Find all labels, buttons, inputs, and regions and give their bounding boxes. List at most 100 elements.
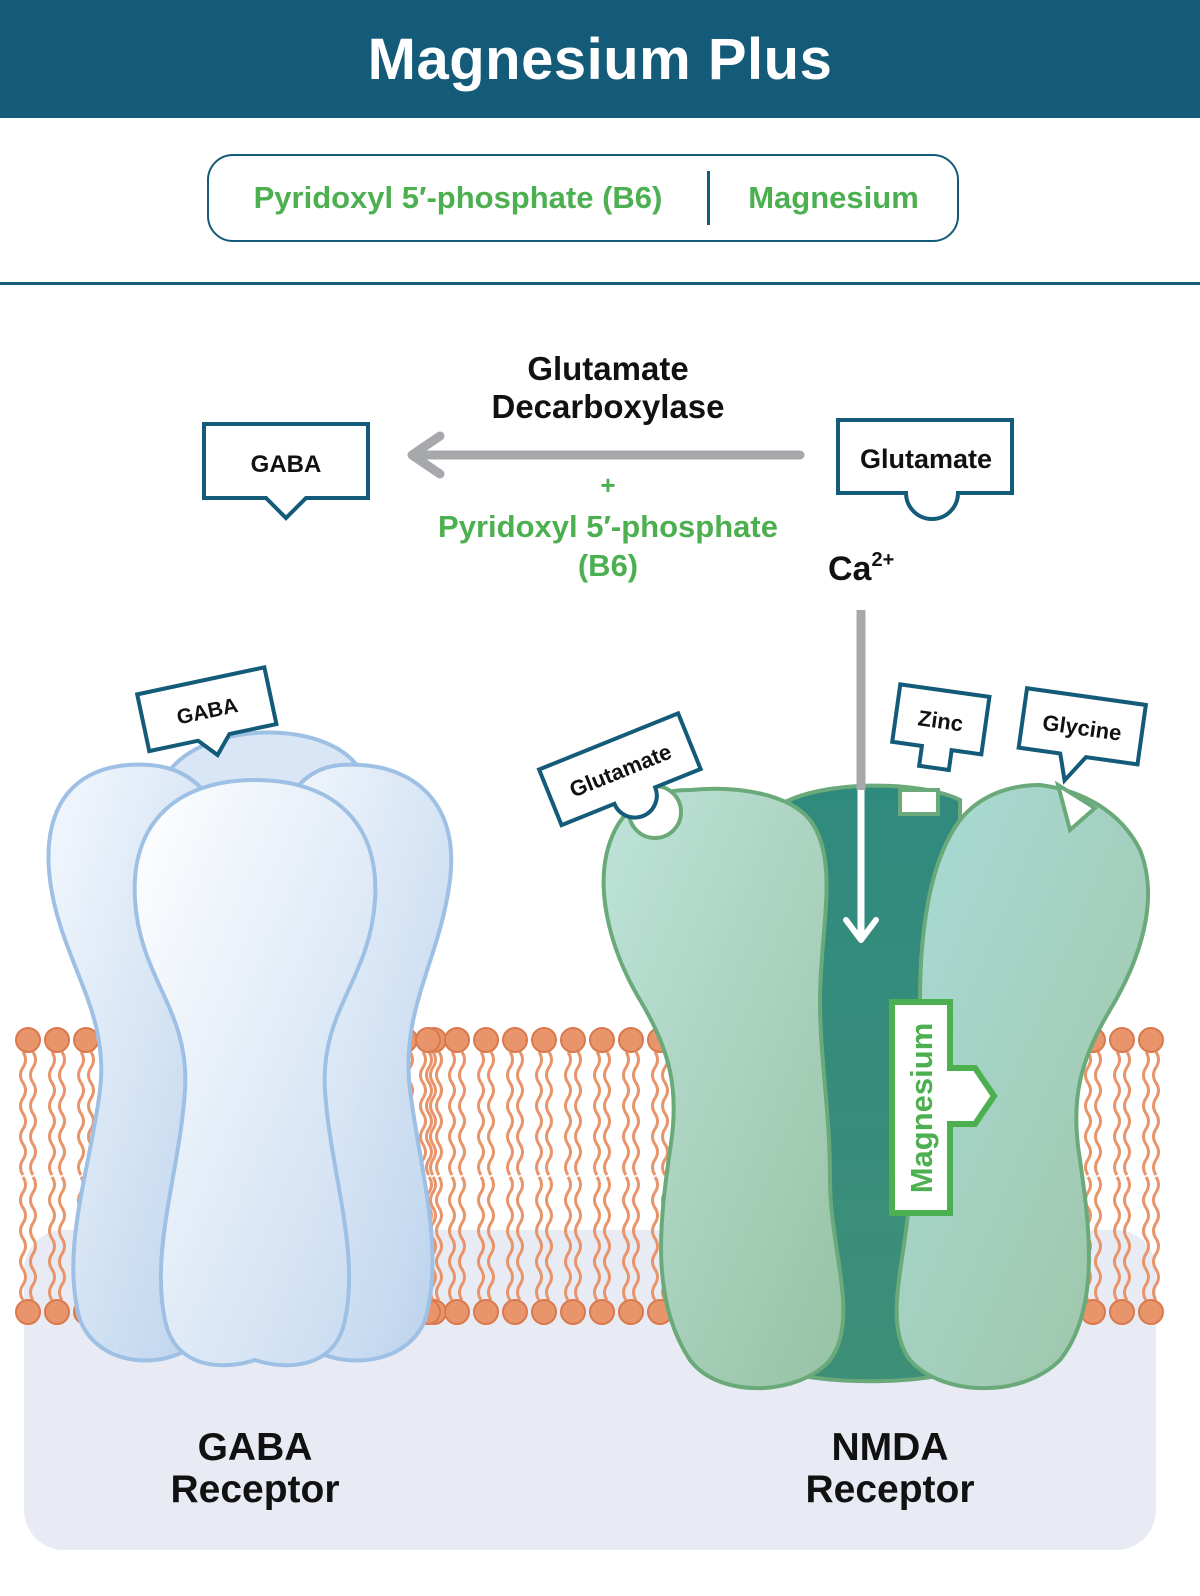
ingredient-magnesium: Magnesium — [748, 180, 919, 215]
lipid-tail — [448, 1176, 456, 1301]
lipid-tail — [19, 1051, 27, 1176]
lipid-head — [589, 1027, 615, 1053]
ingredient-pill: Pyridoxyl 5′-phosphate (B6) Magnesium — [207, 154, 959, 242]
lipid-tail — [58, 1051, 66, 1176]
gaba-receptor — [46, 730, 454, 1368]
nmda-receptor-label-1: NMDA — [832, 1426, 949, 1469]
gaba-receptor-label-1: GABA — [198, 1426, 313, 1469]
lipid-tail — [574, 1051, 582, 1176]
lipid-tail — [545, 1176, 553, 1301]
ingredient-b6: Pyridoxyl 5′-phosphate (B6) — [253, 180, 663, 215]
magnesium-block: Magnesium — [889, 999, 998, 1216]
zinc-tag: Zinc — [889, 682, 992, 773]
lipid-tail — [425, 1051, 433, 1176]
lipid-tail — [458, 1051, 466, 1176]
lipid-head — [531, 1299, 557, 1325]
lipid-tail — [487, 1051, 495, 1176]
zinc-label: Zinc — [916, 705, 964, 736]
lipid-tail — [77, 1051, 85, 1176]
lipid-head — [618, 1027, 644, 1053]
lipid-tail — [19, 1176, 27, 1301]
lipid-tail — [506, 1051, 514, 1176]
lipid-tail — [1142, 1176, 1150, 1301]
lipid-head — [502, 1027, 528, 1053]
lipid-head — [444, 1027, 470, 1053]
pill-divider — [707, 171, 710, 225]
lipid-tail — [29, 1176, 37, 1301]
lipid-tail — [516, 1051, 524, 1176]
lipid-tail — [458, 1176, 466, 1301]
calcium-ion-label: Ca2+ — [828, 549, 894, 588]
lipid-tail — [516, 1176, 524, 1301]
lipid-head — [44, 1027, 70, 1053]
lipid-tail — [1113, 1051, 1121, 1176]
lipid-tail — [1152, 1051, 1160, 1176]
section-divider — [0, 282, 1200, 285]
lipid-tail — [1094, 1051, 1102, 1176]
lipid-tail — [1094, 1176, 1102, 1301]
gaba-bound-tag: GABA — [134, 664, 279, 758]
glycine-tag: Glycine — [1016, 685, 1149, 785]
lipid-tail — [1123, 1051, 1131, 1176]
lipid-head — [444, 1299, 470, 1325]
lipid-tail — [603, 1051, 611, 1176]
lipid-tail — [564, 1176, 572, 1301]
gaba-receptor-label-2: Receptor — [170, 1468, 339, 1511]
reaction-arrowhead — [407, 431, 445, 479]
nmda-receptor — [601, 780, 1151, 1391]
enzyme-label-1: Glutamate — [527, 350, 688, 387]
glutamate-substrate-tag: Glutamate — [836, 418, 1014, 521]
lipid-head — [560, 1027, 586, 1053]
lipid-head — [415, 1027, 441, 1053]
nmda-receptor-label-2: Receptor — [805, 1468, 974, 1511]
lipid-head — [560, 1299, 586, 1325]
lipid-tail — [477, 1051, 485, 1176]
glutamate-bound-tag: Glutamate — [536, 710, 704, 828]
lipid-tail — [535, 1176, 543, 1301]
lipid-tail — [435, 1176, 443, 1301]
title-banner: Magnesium Plus — [0, 0, 1200, 118]
lipid-tail — [1152, 1176, 1160, 1301]
lipid-tail — [506, 1176, 514, 1301]
lipid-tail — [574, 1176, 582, 1301]
lipid-tail — [593, 1051, 601, 1176]
lipid-tail — [1142, 1051, 1150, 1176]
enzyme-label-2: Decarboxylase — [492, 388, 725, 425]
glutamate-substrate-label: Glutamate — [860, 444, 992, 474]
lipid-head — [73, 1027, 99, 1053]
lipid-tail — [419, 1051, 427, 1176]
lipid-tail — [477, 1176, 485, 1301]
lipid-tail — [632, 1176, 640, 1301]
lipid-tail — [48, 1051, 56, 1176]
lipid-head — [473, 1027, 499, 1053]
page-title: Magnesium Plus — [367, 26, 833, 92]
lipid-tail — [622, 1176, 630, 1301]
calcium-flow-arrowhead — [843, 917, 879, 943]
lipid-tail — [564, 1051, 572, 1176]
lipid-tail — [622, 1051, 630, 1176]
lipid-head — [15, 1027, 41, 1053]
lipid-tail — [1123, 1176, 1131, 1301]
lipid-tail — [661, 1051, 669, 1176]
lipid-head — [1138, 1027, 1164, 1053]
magnesium-label: Magnesium — [904, 1023, 939, 1194]
lipid-tail — [1084, 1051, 1092, 1176]
lipid-tail — [632, 1051, 640, 1176]
lipid-head — [1109, 1299, 1135, 1325]
lipid-head — [473, 1299, 499, 1325]
lipid-tail — [58, 1176, 66, 1301]
lipid-tail — [429, 1051, 437, 1176]
lipid-head — [15, 1299, 41, 1325]
lipid-tail — [435, 1051, 443, 1176]
lipid-head — [1138, 1299, 1164, 1325]
gaba-product-tag: GABA — [202, 422, 370, 521]
gaba-product-label: GABA — [251, 451, 322, 478]
lipid-tail — [48, 1176, 56, 1301]
lipid-tail — [487, 1176, 495, 1301]
lipid-tail — [448, 1051, 456, 1176]
plus-sign: + — [600, 470, 615, 500]
cofactor-label-2: (B6) — [578, 548, 638, 583]
cofactor-label-1: Pyridoxyl 5′-phosphate — [438, 509, 778, 544]
lipid-tail — [535, 1051, 543, 1176]
